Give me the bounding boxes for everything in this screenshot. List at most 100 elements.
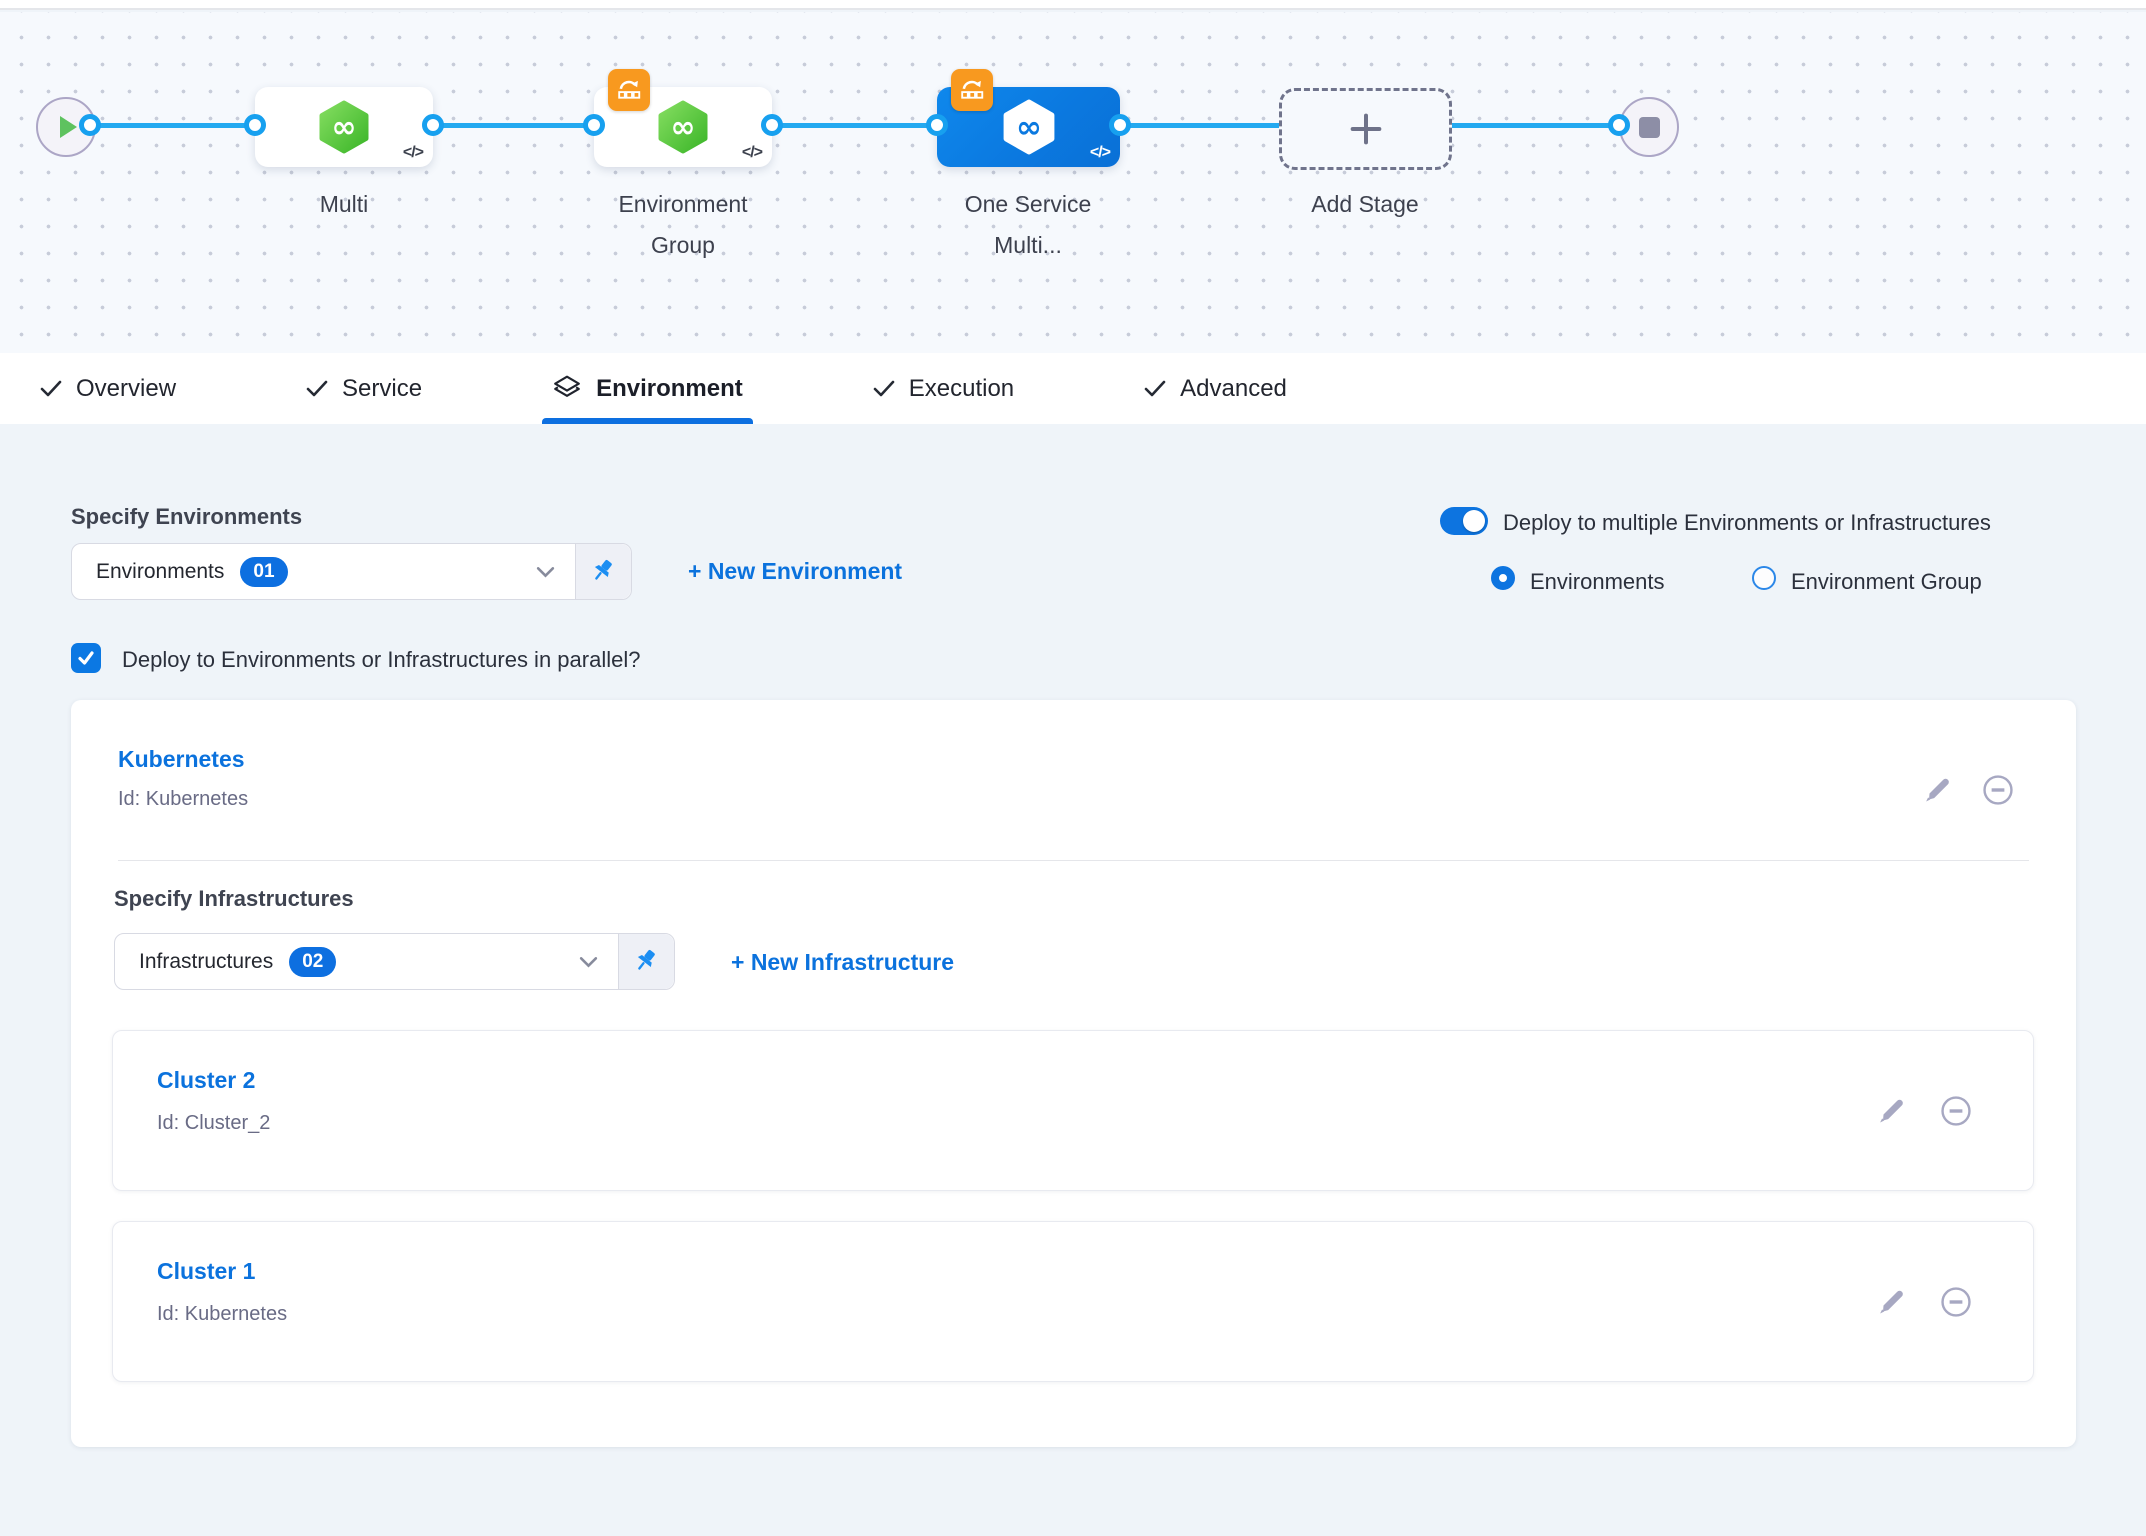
code-glyph: </> xyxy=(742,144,762,162)
environment-layers-icon xyxy=(552,374,582,404)
rollback-squares-icon xyxy=(958,76,986,104)
play-icon xyxy=(60,116,77,138)
svg-text:∞: ∞ xyxy=(1016,109,1042,145)
infrastructure-title-link[interactable]: Cluster 1 xyxy=(157,1258,255,1285)
top-strip xyxy=(0,0,2146,10)
pin-icon xyxy=(633,948,660,975)
pencil-icon xyxy=(1876,1096,1906,1126)
count-badge: 01 xyxy=(240,557,287,587)
port-envgroup-in[interactable] xyxy=(583,114,605,136)
infrastructures-dropdown[interactable]: Infrastructures 02 xyxy=(114,933,675,990)
tab-label: Execution xyxy=(909,375,1014,403)
environments-dropdown[interactable]: Environments 01 xyxy=(71,543,632,600)
code-glyph: </> xyxy=(403,144,423,162)
deploy-multiple-toggle-label: Deploy to multiple Environments or Infra… xyxy=(1503,510,1991,536)
port-multi-out[interactable] xyxy=(422,114,444,136)
specify-infrastructures-heading: Specify Infrastructures xyxy=(114,886,354,912)
environments-dropdown-value[interactable]: Environments 01 xyxy=(72,544,575,599)
pencil-icon xyxy=(1922,775,1952,805)
stage-label-one-service-multi: One Service Multi... xyxy=(933,184,1123,266)
pin-button[interactable] xyxy=(618,934,674,989)
propagate-badge xyxy=(608,69,650,111)
check-icon xyxy=(76,648,96,668)
service-hexagon-icon: ∞ xyxy=(656,100,710,154)
add-stage-button[interactable] xyxy=(1279,88,1452,170)
stage-label-environment-group: Environment Group xyxy=(588,184,778,266)
infrastructure-id: Id: Kubernetes xyxy=(157,1303,287,1326)
tab-label: Service xyxy=(342,375,422,403)
radio-environments[interactable] xyxy=(1491,566,1515,590)
radio-environment-group[interactable] xyxy=(1752,566,1776,590)
port-oneservice-in[interactable] xyxy=(926,114,948,136)
port-multi-in[interactable] xyxy=(244,114,266,136)
deploy-multiple-toggle[interactable] xyxy=(1440,507,1488,535)
remove-environment-button[interactable] xyxy=(1980,772,2016,808)
port-oneservice-out[interactable] xyxy=(1109,114,1131,136)
rollback-squares-icon xyxy=(615,76,643,104)
parallel-checkbox[interactable] xyxy=(71,643,101,673)
check-icon xyxy=(873,379,895,398)
minus-circle-icon xyxy=(1939,1285,1973,1319)
infrastructure-card-cluster-2: Cluster 2 Id: Cluster_2 xyxy=(112,1030,2034,1191)
stage-node-multi[interactable]: ∞ </> xyxy=(255,87,433,167)
edit-infrastructure-button[interactable] xyxy=(1873,1093,1909,1129)
code-glyph: </> xyxy=(1090,144,1110,162)
new-infrastructure-button[interactable]: + New Infrastructure xyxy=(731,949,954,976)
stop-icon xyxy=(1639,117,1660,138)
environment-tab-content: Specify Environments Environments 01 xyxy=(0,424,2146,1536)
radio-environment-group-label: Environment Group xyxy=(1791,569,1982,595)
pin-icon xyxy=(590,558,617,585)
dropdown-label: Infrastructures xyxy=(139,950,273,974)
count-badge: 02 xyxy=(289,947,336,977)
edit-environment-button[interactable] xyxy=(1919,772,1955,808)
tab-overview[interactable]: Overview xyxy=(40,353,176,424)
svg-text:∞: ∞ xyxy=(332,110,357,145)
tab-environment[interactable]: Environment xyxy=(552,353,743,424)
check-icon xyxy=(306,379,328,398)
stage-tabbar: Overview Service Environment Execution A… xyxy=(0,353,2146,424)
tab-label: Overview xyxy=(76,375,176,403)
infrastructure-title-link[interactable]: Cluster 2 xyxy=(157,1067,255,1094)
port-start-out[interactable] xyxy=(79,114,101,136)
tab-label: Advanced xyxy=(1180,375,1287,403)
stage-node-one-service-multi[interactable]: ∞ </> xyxy=(937,87,1120,167)
dropdown-label: Environments xyxy=(96,560,224,584)
edit-infrastructure-button[interactable] xyxy=(1873,1284,1909,1320)
check-icon xyxy=(1144,379,1166,398)
parallel-checkbox-label: Deploy to Environments or Infrastructure… xyxy=(122,647,640,673)
pencil-icon xyxy=(1876,1287,1906,1317)
port-end-in[interactable] xyxy=(1608,114,1630,136)
propagate-badge xyxy=(951,69,993,111)
remove-infrastructure-button[interactable] xyxy=(1938,1093,1974,1129)
tab-advanced[interactable]: Advanced xyxy=(1144,353,1287,424)
add-stage-label: Add Stage xyxy=(1270,184,1460,225)
new-environment-button[interactable]: + New Environment xyxy=(688,558,902,585)
minus-circle-icon xyxy=(1981,773,2015,807)
tab-label: Environment xyxy=(596,375,743,403)
infrastructures-dropdown-value[interactable]: Infrastructures 02 xyxy=(115,934,618,989)
remove-infrastructure-button[interactable] xyxy=(1938,1284,1974,1320)
svg-text:∞: ∞ xyxy=(671,110,696,145)
infrastructure-card-cluster-1: Cluster 1 Id: Kubernetes xyxy=(112,1221,2034,1382)
port-envgroup-out[interactable] xyxy=(761,114,783,136)
pin-button[interactable] xyxy=(575,544,631,599)
tab-execution[interactable]: Execution xyxy=(873,353,1014,424)
service-hexagon-icon: ∞ xyxy=(1001,99,1057,155)
check-icon xyxy=(40,379,62,398)
environment-id: Id: Kubernetes xyxy=(118,788,248,811)
chevron-down-icon xyxy=(579,956,598,968)
plus-icon xyxy=(1346,109,1386,149)
stage-node-environment-group[interactable]: ∞ </> xyxy=(594,87,772,167)
pipeline-canvas[interactable]: ∞ </> Multi xyxy=(0,12,2146,353)
service-hexagon-icon: ∞ xyxy=(317,100,371,154)
divider xyxy=(118,860,2029,861)
toggle-knob xyxy=(1463,510,1485,532)
environment-title-link[interactable]: Kubernetes xyxy=(118,746,245,773)
infrastructure-id: Id: Cluster_2 xyxy=(157,1112,270,1135)
specify-environments-heading: Specify Environments xyxy=(71,504,302,530)
tab-service[interactable]: Service xyxy=(306,353,422,424)
minus-circle-icon xyxy=(1939,1094,1973,1128)
chevron-down-icon xyxy=(536,566,555,578)
environment-card-kubernetes: Kubernetes Id: Kubernetes Specify Infras… xyxy=(71,700,2076,1447)
